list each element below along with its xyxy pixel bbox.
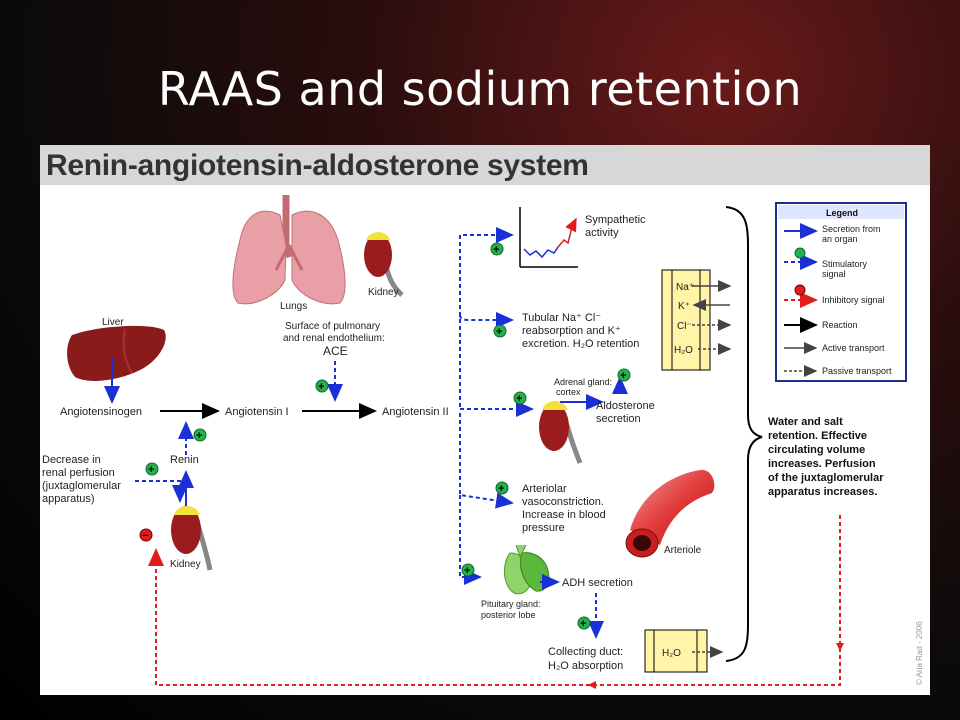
plus-sign-ace: + [315, 379, 329, 393]
surface-text-1: Surface of pulmonary [285, 321, 380, 332]
aldosterone-text-2: secretion [596, 413, 641, 425]
lungs-label: Lungs [280, 301, 307, 312]
arteriole-icon [625, 469, 715, 558]
adrenal-text-1: Adrenal gland: [554, 377, 612, 387]
ion-k-label: K⁺ [678, 301, 690, 312]
tubular-text-1: Tubular Na⁺ Cl⁻ [522, 312, 601, 324]
svg-text:+: + [580, 618, 586, 630]
ion-transport-box [661, 269, 732, 371]
svg-text:+: + [148, 464, 154, 476]
minus-sign-kidney: − [139, 528, 153, 542]
water-text-4: increases. Perfusion [768, 458, 876, 470]
water-text-3: circulating volume [768, 444, 865, 456]
aldosterone-text-1: Aldosterone [596, 400, 655, 412]
legend-stimulatory-2: signal [822, 269, 846, 279]
angiotensin-i-label: Angiotensin I [225, 406, 289, 418]
kidney-top-icon [364, 232, 404, 297]
decrease-text-4: apparatus) [42, 493, 95, 505]
svg-text:+: + [496, 326, 502, 338]
summary-brace [725, 206, 763, 662]
sympathetic-text-1: Sympathetic [585, 214, 646, 226]
plus-sign-adrenal: + [513, 391, 527, 405]
svg-text:+: + [498, 483, 504, 495]
adrenal-kidney-icon [539, 401, 583, 464]
adrenal-text-2: cortex [556, 387, 581, 397]
collecting-text-1: Collecting duct: [548, 646, 623, 658]
sympathetic-text-2: activity [585, 227, 619, 239]
diagram-header-text: Renin-angiotensin-aldosterone system [46, 149, 589, 182]
plus-sign-renin: + [193, 428, 207, 442]
surface-text-2: and renal endothelium: [283, 333, 385, 344]
slide-title: RAAS and sodium retention [157, 62, 803, 116]
decrease-text-1: Decrease in [42, 454, 101, 466]
angiotensinogen-label: Angiotensinogen [60, 406, 142, 418]
ion-h2o-label: H₂O [674, 345, 693, 356]
ion-cl-label: Cl⁻ [677, 321, 692, 332]
svg-text:+: + [620, 370, 626, 382]
plus-sign-collecting: + [577, 616, 591, 630]
plus-sign-tubular: + [493, 324, 507, 338]
tubular-text-2: reabsorption and K⁺ [522, 325, 621, 337]
svg-text:+: + [318, 381, 324, 393]
angiotensin-ii-label: Angiotensin II [382, 406, 449, 418]
pituitary-text-1: Pituitary gland: [481, 599, 541, 609]
decrease-text-3: (juxtaglomerular [42, 480, 121, 492]
tubular-text-3: excretion. H₂O retention [522, 338, 639, 350]
kidney-bottom-label: Kidney [170, 559, 201, 570]
water-text-5: of the juxtaglomerular [768, 472, 884, 484]
sympathetic-graph-icon [519, 207, 578, 268]
plus-sign-decrease: + [145, 462, 159, 476]
legend-secretion-2: an organ [822, 234, 858, 244]
water-text-1: Water and salt [768, 416, 843, 428]
arteriolar-text-1: Arteriolar [522, 483, 567, 495]
raas-diagram-panel: Renin-angiotensin-aldosterone system Lun… [40, 145, 930, 695]
diagram-header: Renin-angiotensin-aldosterone system [40, 145, 930, 185]
legend-inhibitory: Inhibitory signal [822, 295, 885, 305]
svg-text:+: + [196, 430, 202, 442]
pituitary-gland-icon [504, 544, 550, 595]
legend-secretion-1: Secretion from [822, 224, 881, 234]
plus-sign-sympathetic: + [490, 242, 504, 256]
arteriolar-text-4: pressure [522, 522, 565, 534]
copyright-text: © Aria Rad - 2006 [915, 621, 924, 685]
adh-label: ADH secretion [562, 577, 633, 589]
svg-text:+: + [493, 244, 499, 256]
liver-label: Liver [102, 317, 124, 328]
inhibitory-feedback-line [148, 515, 841, 686]
renin-label: Renin [170, 454, 199, 466]
legend-stimulatory-1: Stimulatory [822, 259, 868, 269]
liver-icon [67, 325, 166, 381]
ion-na-label: Na⁺ [676, 282, 694, 293]
lungs-icon [232, 195, 346, 305]
pituitary-text-2: posterior lobe [481, 610, 536, 620]
legend-active: Active transport [822, 343, 885, 353]
plus-sign-aldosterone: + [617, 368, 631, 382]
legend-passive: Passive transport [822, 366, 892, 376]
svg-text:+: + [464, 565, 470, 577]
svg-text:−: − [142, 530, 148, 542]
kidney-bottom-icon [171, 506, 213, 571]
plus-sign-pituitary: + [461, 563, 475, 577]
svg-text:+: + [516, 393, 522, 405]
kidney-top-label: Kidney [368, 287, 399, 298]
ace-label: ACE [323, 344, 348, 358]
raas-diagram-svg: Lungs Kidney Surface of pulmonary and re… [42, 195, 924, 689]
arteriole-label: Arteriole [664, 545, 702, 556]
water-text-6: apparatus increases. [768, 486, 877, 498]
plus-sign-arteriolar: + [495, 481, 509, 495]
collecting-text-2: H₂O absorption [548, 660, 623, 672]
collecting-duct-box [644, 629, 724, 673]
legend-reaction: Reaction [822, 320, 858, 330]
arteriolar-text-2: vasoconstriction. [522, 496, 604, 508]
legend-title: Legend [826, 208, 858, 218]
decrease-text-2: renal perfusion [42, 467, 115, 479]
water-text-2: retention. Effective [768, 430, 867, 442]
legend-box [775, 202, 907, 382]
arteriolar-text-3: Increase in blood [522, 509, 606, 521]
h2o-duct-label: H₂O [662, 648, 681, 659]
